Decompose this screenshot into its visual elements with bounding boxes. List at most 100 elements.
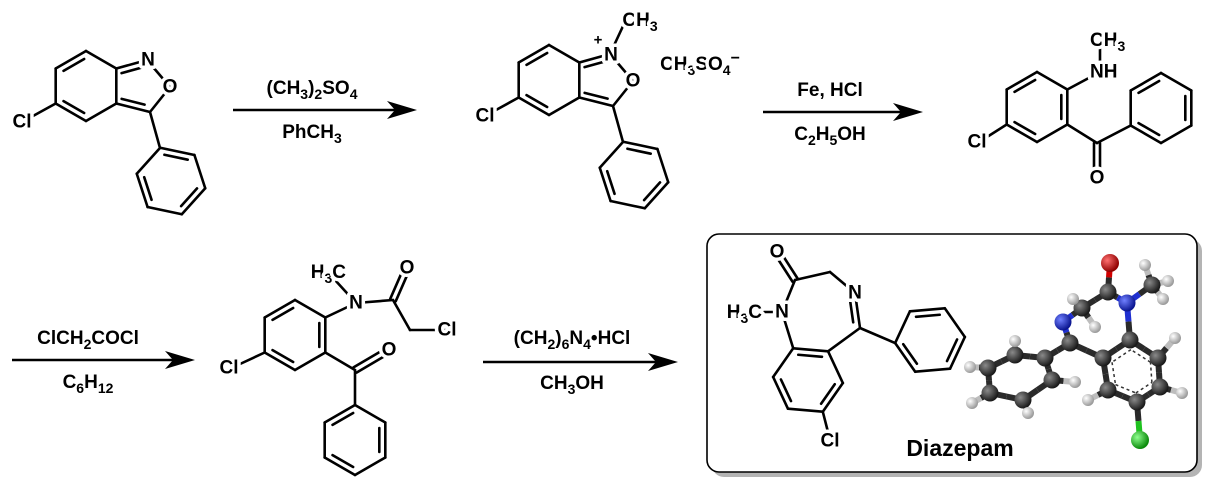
model-atom-c (1036, 349, 1054, 367)
ring-bond (517, 43, 551, 64)
ring-bond (263, 351, 297, 372)
diazepam-methyl: H3C (727, 302, 763, 327)
c1-atom-cl: Cl (13, 112, 32, 133)
c3-atom-o: O (1090, 168, 1105, 189)
double-bond-inner (819, 382, 837, 405)
model-atom-c (1128, 393, 1146, 411)
bond (826, 326, 862, 353)
double-bond-inner (583, 60, 607, 69)
model-atom-n (1118, 294, 1136, 312)
bond (148, 110, 162, 150)
model-atom-h (1082, 394, 1094, 406)
reaction1-arrow-head (387, 101, 417, 119)
model-atom-c (1121, 331, 1139, 349)
double-bond-inner (179, 187, 199, 208)
double-bond-inner (914, 313, 942, 319)
ring-bond (293, 298, 327, 319)
cl-bond (494, 96, 520, 112)
bond (793, 270, 832, 282)
c3-atom-nh: NH (1090, 62, 1117, 83)
double-bond-inner (163, 153, 189, 161)
reaction3-reagent-top: ClCH2COCl (37, 328, 139, 353)
c4-atom-cl-chain: Cl (438, 320, 457, 341)
double-bond-inner (120, 66, 144, 75)
bond (148, 85, 172, 114)
model-atom-c (1061, 334, 1079, 352)
ring-bond (180, 186, 207, 216)
double-bond (355, 351, 392, 374)
bond (1095, 124, 1132, 145)
model-atom-o (1101, 254, 1119, 272)
model-atom-n (1054, 313, 1072, 331)
model-atom-h (964, 361, 976, 373)
ring-bond (1035, 123, 1069, 144)
ring-bond (1005, 70, 1039, 91)
c2-charge-plus: + (594, 32, 603, 49)
double-bond-inner (848, 297, 855, 324)
ring-bond (353, 403, 387, 424)
ring-bond (643, 180, 670, 210)
bond (115, 58, 149, 70)
c1-atom-n: N (141, 50, 155, 71)
product-name: Diazepam (906, 435, 1013, 461)
ring-bond (135, 172, 149, 209)
reaction3-reagent-bottom: C6H12 (63, 372, 114, 397)
ring-bond (1005, 123, 1039, 144)
reaction3-arrow-head (165, 351, 195, 369)
cl-bond (31, 102, 57, 118)
ring-bond (193, 153, 207, 190)
bond (1066, 123, 1099, 145)
ring-bond (893, 341, 917, 374)
ring-bond (323, 403, 357, 424)
double-bond-inner (796, 353, 824, 359)
double-bond-inner (1013, 120, 1037, 136)
model-atom-h (1162, 275, 1174, 287)
diazepam-3d-model (964, 254, 1188, 449)
model-atom-c (1099, 381, 1117, 399)
ring-bond (943, 306, 967, 339)
model-atom-h (1139, 259, 1151, 271)
bond (238, 351, 266, 366)
reaction1-reagent-bottom: PhCH3 (282, 122, 342, 147)
ring-bond (771, 375, 790, 410)
c1-atom-o: O (163, 77, 178, 98)
double-bond-inner (120, 97, 146, 106)
reaction4-reagent-bottom: CH3OH (540, 373, 604, 398)
ring-bond (84, 49, 118, 70)
c4-methyl: H3C (311, 262, 347, 287)
ring-bond (656, 147, 670, 184)
c3-atom-cl: Cl (968, 132, 987, 153)
double-bond-inner (525, 93, 549, 109)
ring-bond (1159, 71, 1193, 92)
model-atom-h (1176, 387, 1188, 399)
model-atom-h (1067, 293, 1079, 305)
bond (853, 291, 862, 330)
bond (858, 326, 897, 345)
double-bond (394, 267, 412, 303)
bond (1066, 70, 1102, 91)
double-bond-inner (605, 169, 616, 196)
double-bond-inner (945, 338, 959, 363)
ring-bond (791, 346, 830, 353)
ring-bond (323, 456, 357, 477)
c2-atom-o: O (626, 71, 641, 92)
double-bond-inner (331, 453, 355, 469)
ring-bond (893, 310, 912, 345)
c4-atom-o-ketone: O (382, 340, 397, 361)
bond (578, 52, 612, 64)
model-atom-h (1157, 293, 1169, 305)
model-atom-c (1006, 346, 1024, 364)
double-bond-inner (1137, 121, 1161, 137)
double-bond-inner (779, 378, 793, 403)
ring-bond (84, 102, 118, 123)
bond (611, 79, 635, 108)
model-atom-c (1094, 349, 1112, 367)
ring-bond (771, 346, 795, 379)
model-aromatic-dash (1130, 348, 1151, 363)
ring-bond (598, 140, 625, 170)
diazepam-atom-o: O (770, 242, 785, 263)
arrow-layer (12, 101, 923, 371)
model-atom-h (1009, 335, 1021, 347)
ring-bond (547, 43, 581, 64)
